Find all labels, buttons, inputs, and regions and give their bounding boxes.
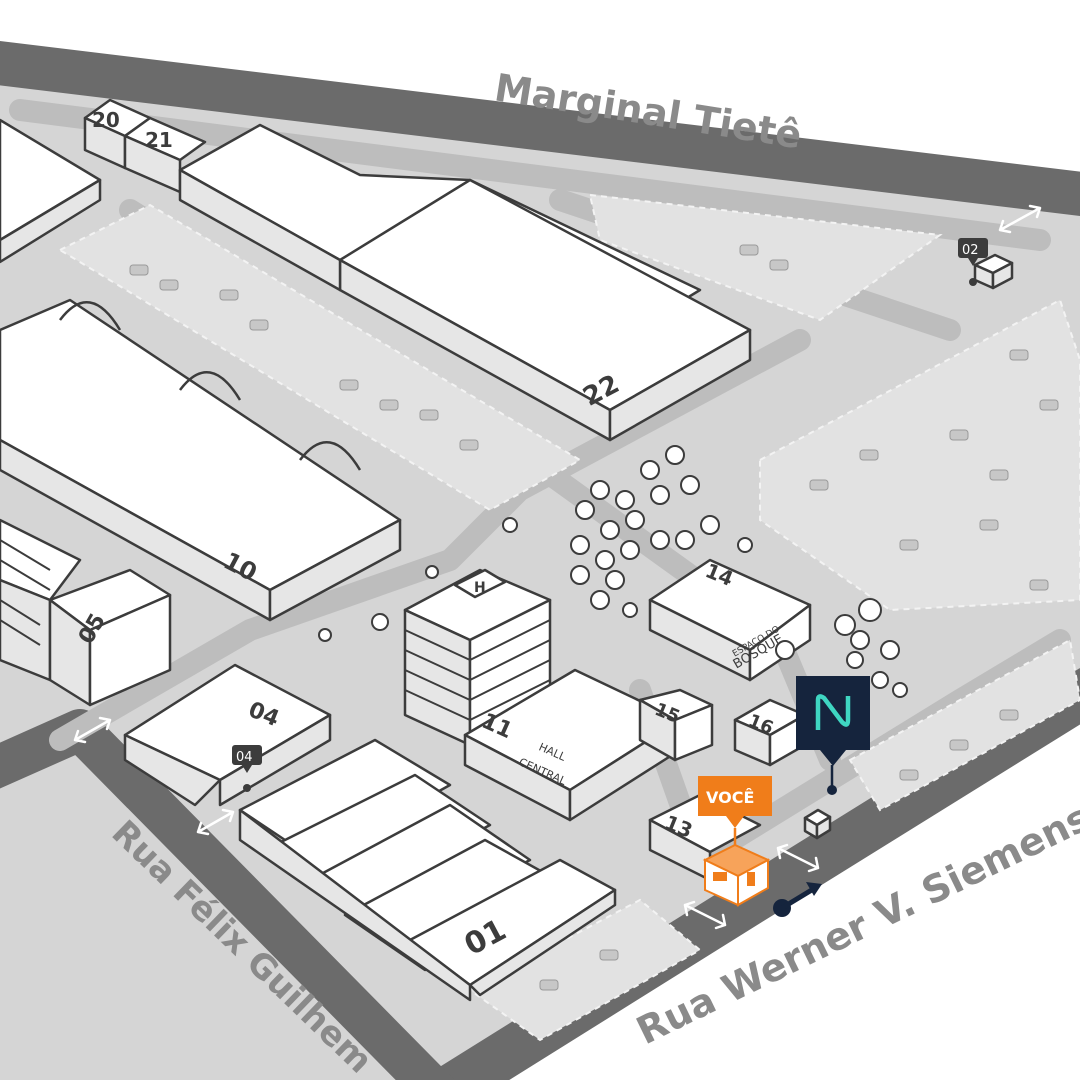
parking-lot-south [468, 898, 702, 1042]
building-05[interactable]: 05 [48, 568, 172, 707]
building-20-label: 20 [92, 108, 120, 132]
building-22[interactable]: 22 [178, 123, 752, 442]
building-west-top [0, 118, 102, 264]
building-west-rows [0, 518, 82, 682]
gate-04-label: 04 [236, 750, 253, 765]
building-15[interactable]: 15 [638, 688, 714, 762]
building-13[interactable]: 13 [648, 793, 762, 882]
parking-lot-west [57, 203, 583, 512]
arrow-double-icon [73, 204, 1042, 930]
you-are-here-marker[interactable]: VOCÊ [698, 776, 772, 907]
building-21[interactable]: 21 [123, 116, 207, 194]
building-01[interactable]: 01 [238, 738, 617, 1002]
entrance-arrow-icon [773, 882, 822, 917]
parking-lot-east [759, 298, 1080, 612]
kiosk-south [803, 808, 832, 840]
road-marginal-tiete [0, 41, 1080, 216]
parking-lots [57, 193, 1080, 1042]
building-04[interactable]: 04 [123, 663, 332, 807]
brand-logo-icon [815, 694, 851, 730]
trees [318, 445, 908, 698]
parking-lot-north [588, 193, 943, 322]
gate-04-marker[interactable]: 04 [232, 745, 262, 792]
gate-02-label: 02 [962, 243, 979, 258]
location-pin-icon [702, 843, 771, 907]
parking-lot-east-lower [848, 638, 1080, 812]
helipad-label: H [474, 580, 486, 596]
you-are-here-label: VOCÊ [706, 788, 754, 807]
building-10[interactable]: 10 [0, 298, 402, 622]
gate-02-marker[interactable]: 02 [958, 238, 988, 286]
kiosk-gate-02 [973, 253, 1014, 290]
brand-marker[interactable] [796, 676, 870, 795]
building-21-label: 21 [145, 128, 173, 152]
building-16[interactable]: 16 [733, 698, 807, 767]
